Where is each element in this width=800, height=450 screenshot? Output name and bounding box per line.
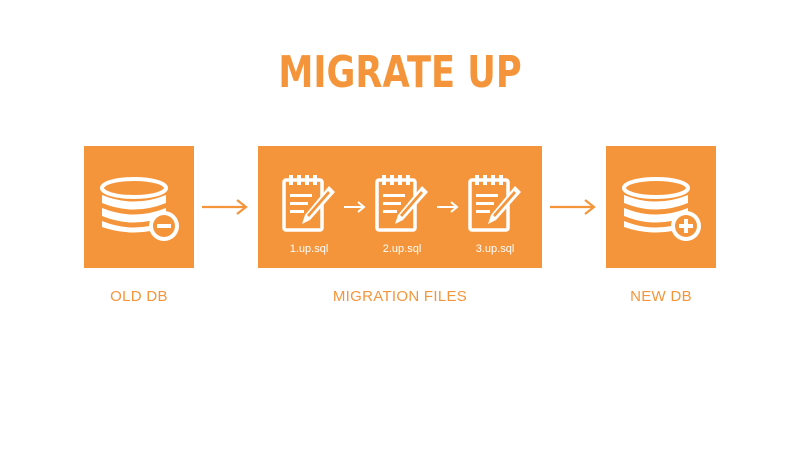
arrow-old-to-migration <box>202 199 248 215</box>
new-db-label: NEW DB <box>630 288 692 305</box>
arrow-migration-to-new <box>550 199 596 215</box>
notepad-pencil-icon <box>282 175 335 232</box>
arrow-file2-to-file3 <box>437 201 459 213</box>
migration-files-box: 1.up.sql 2.up.sql <box>258 146 542 268</box>
old-db-label: OLD DB <box>110 288 168 305</box>
old-db-graphic <box>84 146 194 268</box>
file-label-3: 3.up.sql <box>475 243 515 255</box>
file-label-1: 1.up.sql <box>289 243 329 255</box>
diagram-title: MIGRATE UP <box>278 47 522 98</box>
arrow-file1-to-file2 <box>344 201 366 213</box>
migration-files-background <box>258 146 542 268</box>
notepad-pencil-icon <box>468 175 521 232</box>
migration-files-label: MIGRATION FILES <box>332 288 468 305</box>
notepad-pencil-icon <box>375 175 428 232</box>
file-label-2: 2.up.sql <box>382 243 422 255</box>
database-plus-icon <box>622 177 701 241</box>
old-db-box <box>84 146 194 268</box>
database-minus-icon <box>100 177 179 241</box>
new-db-box <box>606 146 716 268</box>
new-db-graphic <box>606 146 716 268</box>
